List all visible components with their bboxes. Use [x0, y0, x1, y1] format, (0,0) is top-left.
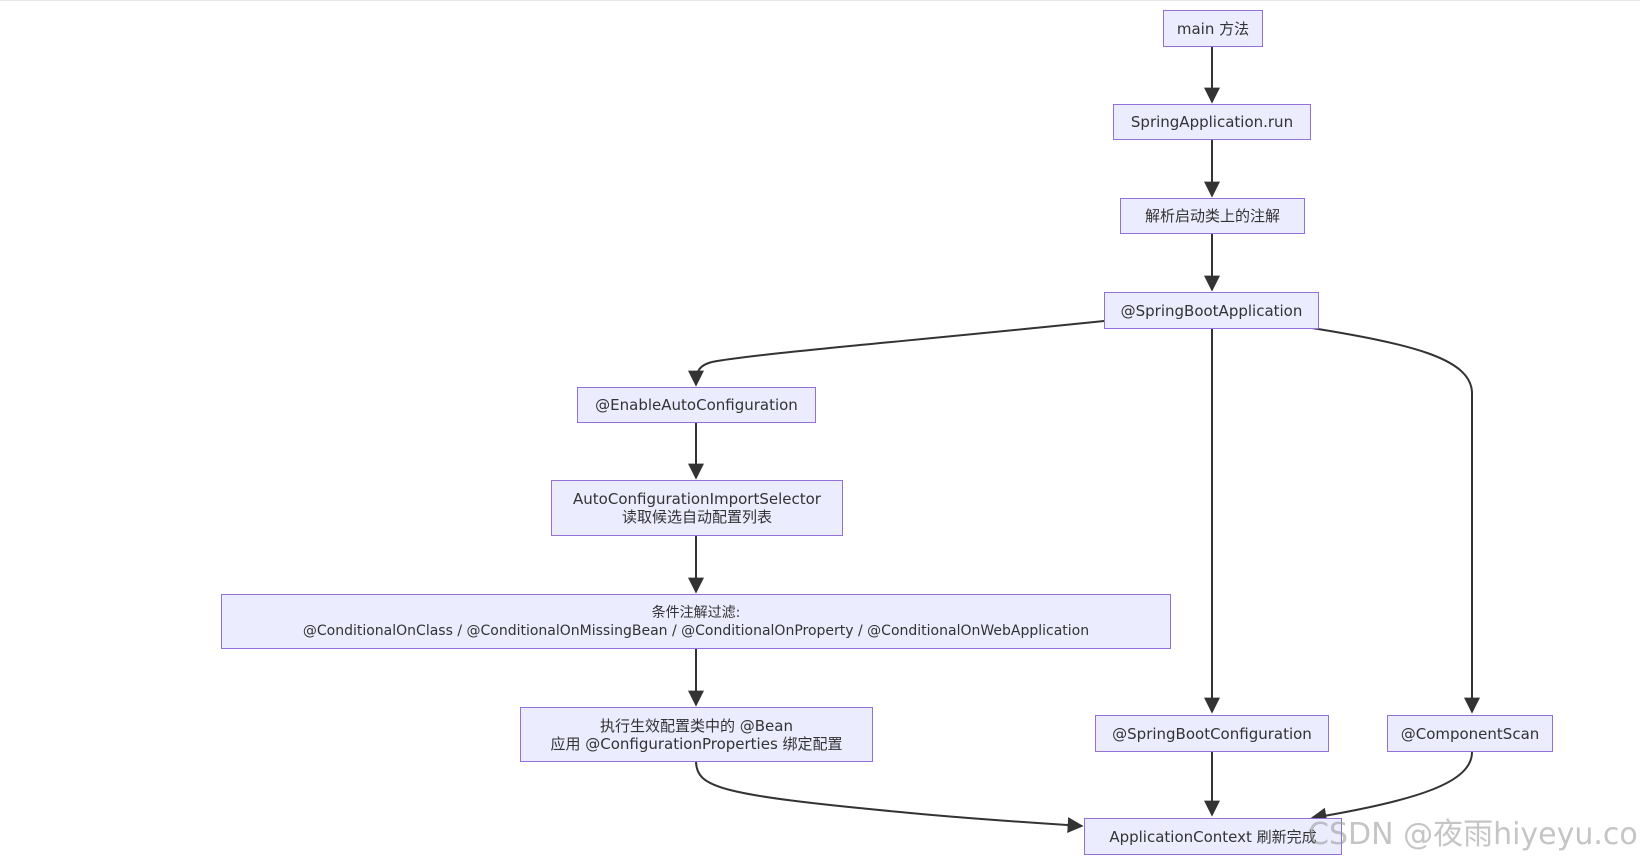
- node-autoconfigurationimportselector: AutoConfigurationImportSelector 读取候选自动配置…: [551, 480, 843, 536]
- node-autoconfigurationimportselector-line2: 读取候选自动配置列表: [621, 508, 772, 526]
- node-springapplication-run: SpringApplication.run: [1113, 104, 1311, 140]
- node-execute-bean-line2: 应用 @ConfigurationProperties 绑定配置: [550, 734, 843, 753]
- top-divider: [0, 0, 1640, 1]
- node-componentscan: @ComponentScan: [1387, 715, 1553, 752]
- node-applicationcontext-refreshed-label: ApplicationContext 刷新完成: [1109, 827, 1317, 846]
- edge-scan-to-ctx: [1310, 751, 1473, 824]
- node-springbootapplication: @SpringBootApplication: [1104, 292, 1319, 329]
- edge-sba-to-eac: [688, 320, 1105, 387]
- node-main-method-label: main 方法: [1176, 19, 1250, 38]
- node-springapplication-run-label: SpringApplication.run: [1130, 113, 1294, 131]
- node-parse-annotations: 解析启动类上的注解: [1120, 198, 1305, 234]
- node-enableautoconfiguration-label: @EnableAutoConfiguration: [595, 396, 798, 414]
- node-autoconfigurationimportselector-line1: AutoConfigurationImportSelector: [573, 490, 821, 508]
- watermark: CSDN @夜雨hiyeyu.com: [1308, 817, 1640, 852]
- edge-sba-to-scan: [1311, 327, 1480, 714]
- node-execute-bean: 执行生效配置类中的 @Bean 应用 @ConfigurationPropert…: [520, 707, 873, 762]
- node-springbootapplication-label: @SpringBootApplication: [1120, 301, 1303, 320]
- node-conditional-filter-line2: @ConditionalOnClass / @ConditionalOnMiss…: [302, 622, 1090, 639]
- node-execute-bean-line1: 执行生效配置类中的 @Bean: [600, 716, 793, 735]
- node-applicationcontext-refreshed: ApplicationContext 刷新完成: [1084, 818, 1342, 855]
- node-springbootconfiguration: @SpringBootConfiguration: [1095, 715, 1329, 752]
- node-conditional-filter: 条件注解过滤: @ConditionalOnClass / @Condition…: [221, 594, 1171, 649]
- node-parse-annotations-label: 解析启动类上的注解: [1144, 207, 1280, 225]
- node-springbootconfiguration-label: @SpringBootConfiguration: [1112, 724, 1312, 743]
- node-componentscan-label: @ComponentScan: [1400, 724, 1540, 743]
- node-main-method: main 方法: [1163, 10, 1263, 47]
- node-conditional-filter-line1: 条件注解过滤:: [651, 604, 741, 621]
- node-enableautoconfiguration: @EnableAutoConfiguration: [577, 387, 816, 423]
- edge-exec-to-ctx: [695, 761, 1084, 834]
